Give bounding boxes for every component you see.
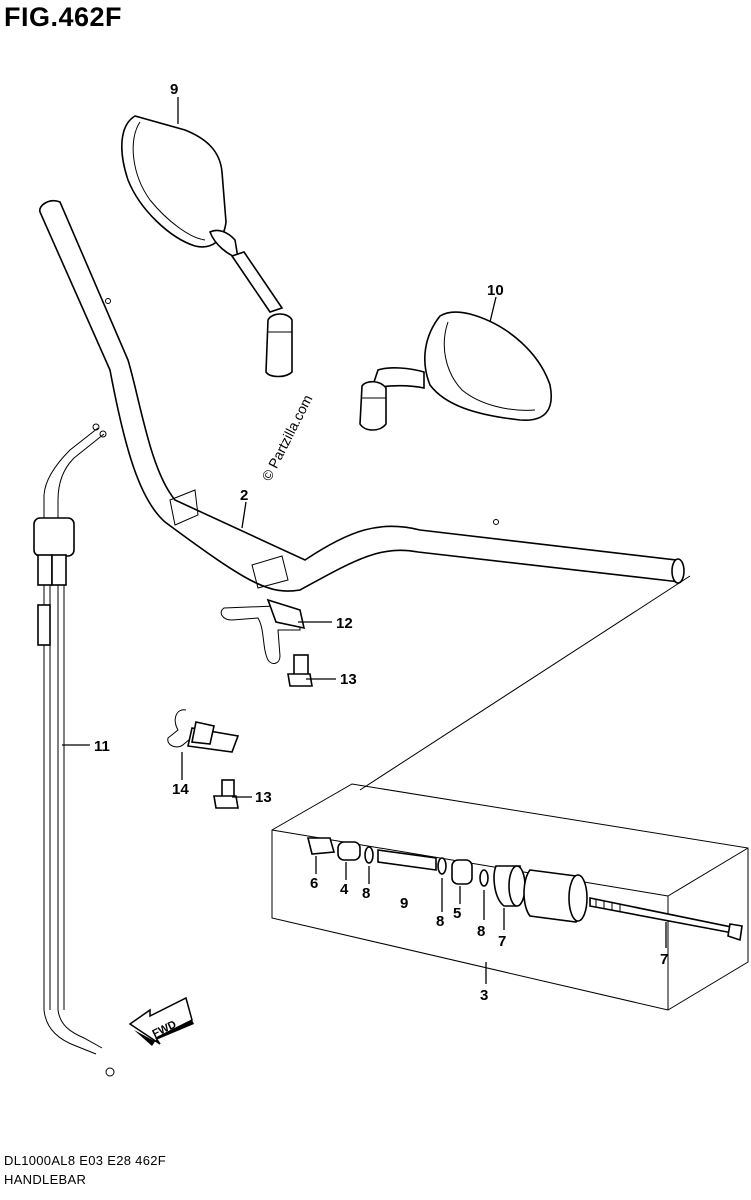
assembly-reference-line [359,575,691,791]
callout-7: 7 [660,951,668,968]
weight-6[interactable] [493,865,526,907]
leader-11 [489,296,497,323]
washer-8a[interactable] [364,846,374,864]
spacer-3[interactable] [337,841,361,861]
section-name: HANDLEBAR [4,1172,87,1187]
callout-2: 3 [480,987,488,1004]
callout-4: 5 [453,905,461,922]
washer-8b[interactable] [437,857,447,875]
balancer-screw[interactable] [589,897,743,942]
callout-14-lower: 13 [255,789,272,806]
callout-9: 9 [400,895,408,912]
callout-5: 6 [310,875,318,892]
partzilla-watermark: © Partzilla.com [258,392,315,483]
balancer-weight[interactable] [523,869,588,923]
cable-clamp-13[interactable] [220,598,306,664]
callout-6: 7 [498,933,506,950]
callout-3: 4 [340,881,349,898]
callout-14-upper: 13 [340,671,357,688]
callout-11: 10 [487,282,504,299]
model-code: DL1000AL8 E03 E28 462F [4,1153,166,1168]
spacer-4[interactable] [451,859,473,885]
callout-8c: 8 [477,923,485,940]
bolt-14-lower[interactable] [213,779,239,809]
leader-1 [241,501,247,529]
throttle-cables[interactable] [33,423,115,1077]
callout-8b: 8 [436,913,444,930]
washer-8c[interactable] [479,869,489,887]
callout-15: 14 [172,781,189,798]
mirror-right[interactable] [359,311,552,431]
figure-title: FIG.462F [4,2,123,32]
bolt-14-upper[interactable] [287,654,313,687]
balancer-rod[interactable] [377,849,437,871]
cable-clamp-15[interactable] [167,709,240,753]
callout-12: 11 [94,738,110,755]
balancer-nut[interactable] [306,837,336,855]
callout-10: 9 [170,81,178,98]
mirror-left[interactable] [121,115,293,378]
handlebar[interactable] [39,200,685,592]
fwd-arrow: FWD [128,996,194,1046]
callout-13: 12 [336,615,353,632]
callout-1: 2 [240,487,248,504]
callout-8a: 8 [362,885,370,902]
